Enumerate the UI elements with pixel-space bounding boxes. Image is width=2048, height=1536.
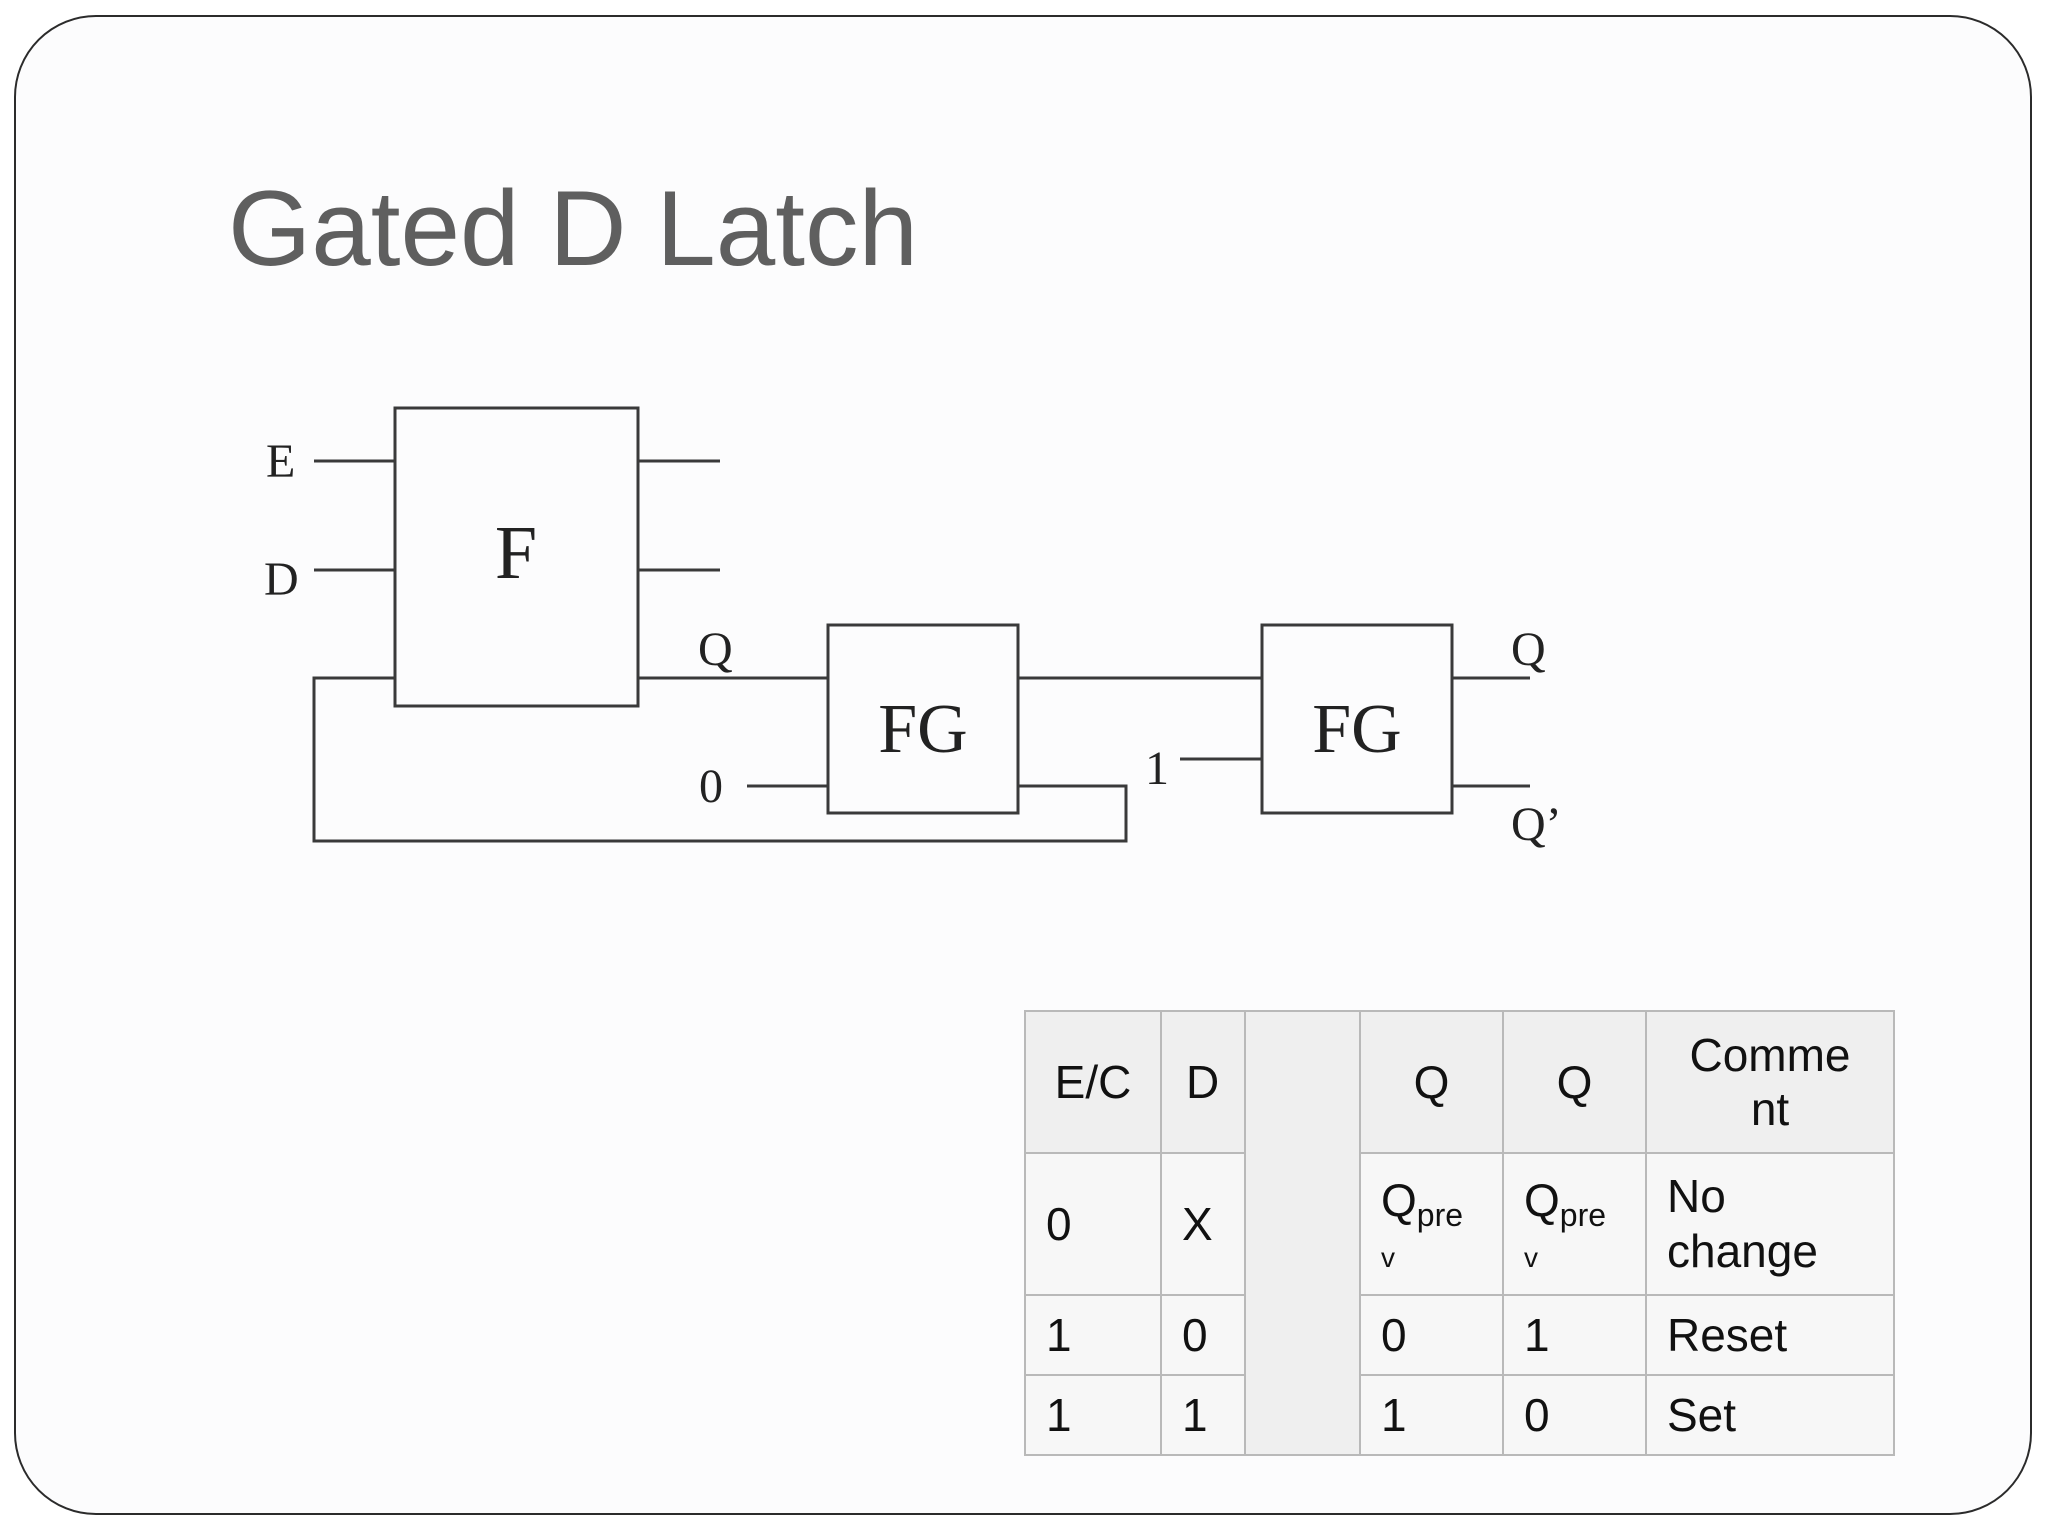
header-q2: Q <box>1502 1010 1647 1154</box>
block-fg-2 <box>1260 623 1454 815</box>
cell-ec: 0 <box>1024 1152 1162 1296</box>
block-f <box>393 406 640 708</box>
wire-feedback <box>312 676 1128 843</box>
mid-q-label: Q <box>698 623 733 676</box>
header-q: Q <box>1359 1010 1504 1154</box>
table-row: 1 0 0 1 Reset <box>1024 1294 1895 1376</box>
const-one-label: 1 <box>1145 742 1169 795</box>
input-d-label: D <box>264 553 299 606</box>
block-fg-1-label: FG <box>878 691 967 768</box>
cell-comment: Set <box>1645 1374 1895 1456</box>
input-e-label: E <box>266 435 295 488</box>
cell-q2: 1 <box>1502 1294 1647 1376</box>
header-d: D <box>1160 1010 1246 1154</box>
cell-d: X <box>1160 1152 1246 1296</box>
block-f-label: F <box>495 511 537 595</box>
cell-comment: No change <box>1645 1152 1895 1296</box>
table-row: 1 1 1 0 Set <box>1024 1374 1895 1456</box>
cell-ec: 1 <box>1024 1374 1162 1456</box>
cell-d: 0 <box>1160 1294 1246 1376</box>
cell-q: 0 <box>1359 1294 1504 1376</box>
cell-ec: 1 <box>1024 1294 1162 1376</box>
cell-comment: Reset <box>1645 1294 1895 1376</box>
block-fg-2-label: FG <box>1312 691 1401 768</box>
blank-column <box>1244 1010 1361 1456</box>
header-ec: E/C <box>1024 1010 1162 1154</box>
block-fg-1 <box>826 623 1020 815</box>
cell-q: 1 <box>1359 1374 1504 1456</box>
output-qbar-label: Q’ <box>1511 798 1562 851</box>
const-zero-label: 0 <box>699 760 723 813</box>
slide-title: Gated D Latch <box>228 168 918 288</box>
cell-q2: 0 <box>1502 1374 1647 1456</box>
output-q-label: Q <box>1511 623 1546 676</box>
cell-d: 1 <box>1160 1374 1246 1456</box>
